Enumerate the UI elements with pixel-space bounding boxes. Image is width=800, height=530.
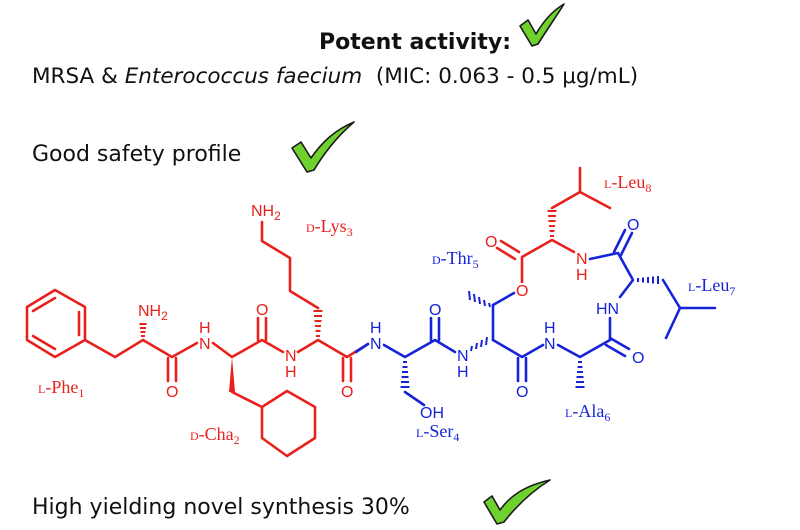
checkmark-icon [519,3,565,47]
residue-label-thr5: D-Thr5 [432,248,479,271]
residue-labels: L-Phe1 D-Cha2 D-Lys3 L-Ser4 D-Thr5 L-Ala… [38,172,735,447]
svg-text:O: O [632,350,644,367]
amine-label: NH2 [138,303,168,323]
svg-text:N: N [544,336,556,353]
svg-text:N: N [576,251,588,268]
svg-text:O: O [429,302,441,319]
svg-text:N: N [457,348,469,365]
activity-details: MRSA & Enterococcus faecium (MIC: 0.063 … [32,64,639,89]
amine-label: NH2 [251,203,281,223]
residue-label-ser4: L-Ser4 [416,421,459,444]
residue-label-lys3: D-Lys3 [306,216,353,239]
svg-text:O: O [627,217,639,234]
svg-text:O: O [485,234,497,251]
svg-text:O: O [516,384,528,401]
svg-text:N: N [370,336,382,353]
residue-label-leu7: L-Leu7 [688,275,735,298]
ester-oxygen-label: O [516,283,528,300]
residue-label-cha2: D-Cha2 [190,424,240,447]
checkmark-icon [291,121,355,173]
svg-text:H: H [285,364,297,381]
svg-text:H: H [544,320,556,337]
nitrogen-label: N [199,336,211,353]
svg-text:H: H [576,267,588,284]
svg-text:O: O [341,384,353,401]
svg-text:H: H [370,320,382,337]
potent-activity-heading: Potent activity: [319,30,511,55]
safety-claim: Good safety profile [32,142,242,167]
synthesis-claim: High yielding novel synthesis 30% [32,495,410,520]
blue-bonds [354,228,717,407]
svg-text:HN: HN [596,301,619,318]
svg-text:O: O [256,302,268,319]
residue-label-leu8: L-Leu8 [604,172,651,195]
atom-labels: NH2 O H N O N H O NH2 H N O OH N H O O H… [138,203,644,422]
checkmark-icon [483,479,551,525]
svg-text:N: N [285,348,297,365]
red-bonds [25,166,612,458]
residue-label-phe1: L-Phe1 [38,377,84,400]
oxygen-label: O [166,384,178,401]
svg-text:H: H [199,320,211,337]
hydroxyl-label: OH [420,405,444,422]
svg-text:H: H [457,364,469,381]
residue-label-ala6: L-Ala6 [565,401,610,424]
